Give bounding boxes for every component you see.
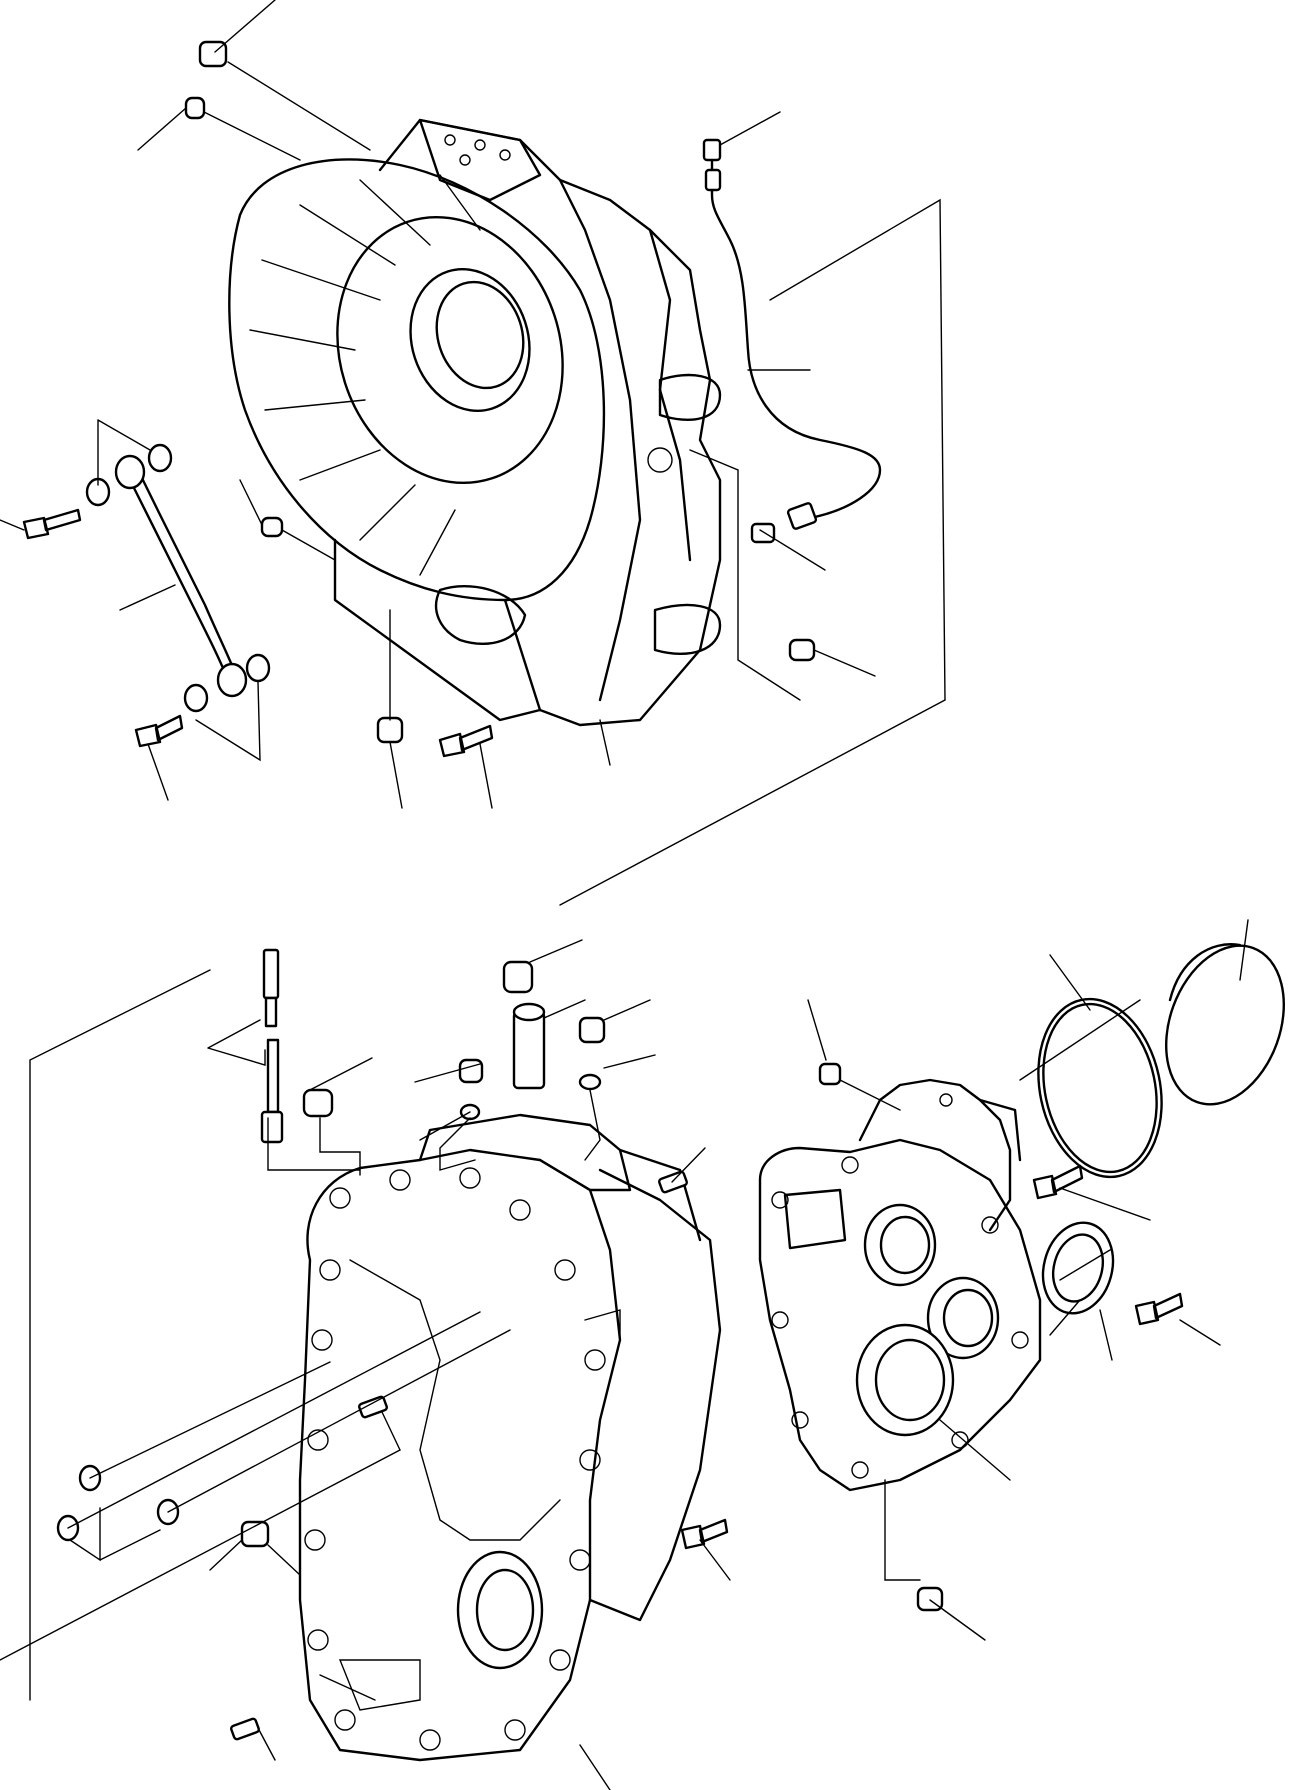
cover-cap	[1164, 943, 1286, 1106]
o-ring-small	[578, 1073, 602, 1091]
ground-strap	[114, 454, 248, 698]
plug	[458, 1058, 484, 1084]
transmission-case-front	[298, 1113, 722, 1762]
o-ring-small	[56, 1514, 80, 1542]
bolt	[1032, 1164, 1084, 1200]
bolt-lower-left	[134, 714, 184, 748]
flywheel-housing	[228, 118, 722, 727]
o-ring-small	[459, 1103, 481, 1121]
plug-left	[260, 516, 284, 538]
washer	[183, 683, 209, 713]
bolt	[680, 1518, 729, 1550]
washer	[245, 653, 271, 683]
plug-bottom	[376, 716, 404, 744]
lower-right-leaders	[807, 919, 1249, 1641]
breather-cap	[502, 960, 534, 994]
o-ring-small	[156, 1498, 180, 1526]
washer	[147, 443, 173, 473]
oil-seal	[1041, 1221, 1115, 1315]
dowel-pin	[658, 1170, 688, 1194]
rear-cover-housing	[758, 1078, 1042, 1492]
dipstick-tube	[260, 948, 546, 1144]
lower-left-fittings	[56, 960, 729, 1741]
bolt	[1134, 1292, 1184, 1326]
o-ring-large	[1037, 997, 1163, 1179]
hydraulic-tube	[702, 138, 882, 530]
bolt-lower-mid	[438, 724, 494, 758]
dowel-pin	[230, 1717, 260, 1741]
fitting-right	[750, 522, 776, 544]
plug-right	[788, 638, 816, 662]
dowel-pin	[358, 1395, 388, 1419]
bolt-left	[22, 508, 82, 540]
o-ring-small	[78, 1464, 102, 1492]
lower-left-leaders	[0, 939, 731, 1790]
lower-right-fittings	[818, 1062, 1184, 1612]
upper-leaders	[0, 0, 946, 906]
plug	[302, 1088, 334, 1118]
plug-small	[184, 96, 206, 120]
upper-fittings	[22, 40, 816, 758]
plug	[240, 1520, 270, 1548]
plug	[818, 1062, 842, 1086]
plug	[578, 1016, 606, 1044]
